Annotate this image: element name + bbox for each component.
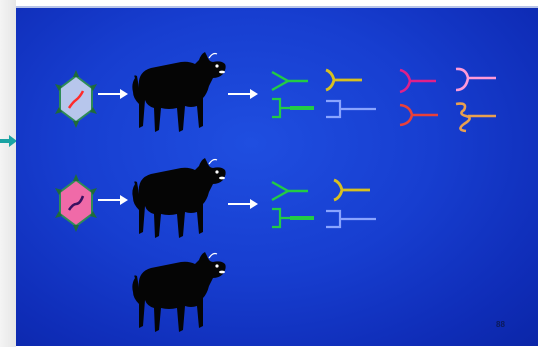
left-panel-edge	[0, 0, 16, 347]
arrow-right-icon	[228, 199, 258, 209]
antibody-fork-icon	[326, 99, 376, 119]
antibody-y-icon	[271, 70, 308, 92]
antibody-y-icon	[325, 68, 362, 92]
antibody-y-icon	[399, 103, 438, 127]
slide-page-number: 88	[496, 320, 505, 329]
antibody-y-icon	[399, 68, 436, 94]
antibody-y-icon	[333, 178, 370, 202]
antibody-fork-icon	[272, 207, 314, 229]
edge-arrow-icon	[0, 135, 17, 147]
slide-canvas: 88	[16, 6, 538, 346]
antibody-y-icon	[455, 67, 496, 92]
antibody-wave-icon	[455, 102, 496, 133]
arrow-right-icon	[98, 195, 128, 205]
antibody-fork-icon	[326, 209, 376, 229]
arrow-right-icon	[228, 89, 258, 99]
bull-icon	[132, 158, 226, 238]
arrow-right-icon	[98, 89, 128, 99]
bull-icon	[132, 252, 226, 332]
antigen-cell-icon	[55, 70, 97, 128]
antigen-cell-icon	[55, 174, 97, 232]
antibody-fork-icon	[272, 97, 314, 119]
bull-icon	[132, 52, 226, 132]
antibody-y-icon	[271, 180, 308, 202]
